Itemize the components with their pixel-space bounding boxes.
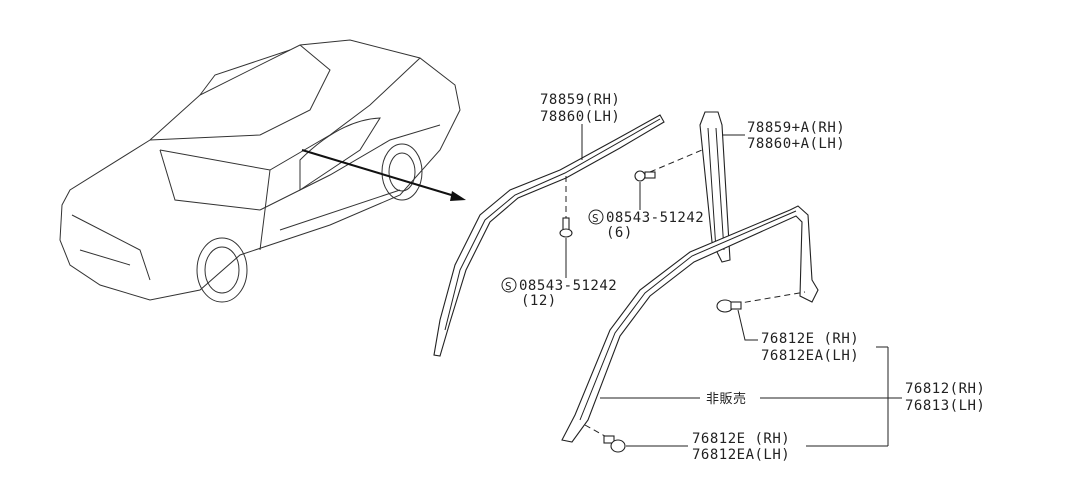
pillar-molding-rh-label: 78859+A(RH) [747,120,845,136]
screw-lower-symbol: S [505,280,512,293]
clip-upper-icon [716,299,742,313]
screw-upper-part-label: 08543-51242 [606,210,704,226]
upper-molding-lh-label: 78860(LH) [540,109,620,125]
screw-lower-qty-label: (12) [521,293,557,309]
screw-upper-qty-label: (6) [606,225,633,241]
pillar-molding-part [699,111,731,263]
screw-lower-icon [559,217,573,238]
clip-lower-rh-label: 76812E (RH) [692,431,790,447]
standard-part-symbol-icon [501,277,517,293]
not-for-sale-label: 非販売 [706,391,747,407]
drip-molding-part [433,114,665,357]
screw-lower-part-label: 08543-51242 [519,278,617,294]
upper-molding-rh-label: 78859(RH) [540,92,620,108]
standard-part-symbol-icon [588,209,604,225]
screw-upper-symbol: S [592,212,599,225]
weatherstrip-lh-label: 76813(LH) [905,398,985,414]
clip-lower-lh-label: 76812EA(LH) [692,447,790,463]
clip-upper-lh-label: 76812EA(LH) [761,348,859,364]
clip-lower-icon [603,435,626,453]
direction-arrow [301,149,466,201]
weatherstrip-part [561,205,819,443]
screw-upper-icon [634,170,656,182]
clip-upper-rh-label: 76812E (RH) [761,331,859,347]
weatherstrip-rh-label: 76812(RH) [905,381,985,397]
pillar-molding-lh-label: 78860+A(LH) [747,136,845,152]
car-illustration [59,39,461,303]
